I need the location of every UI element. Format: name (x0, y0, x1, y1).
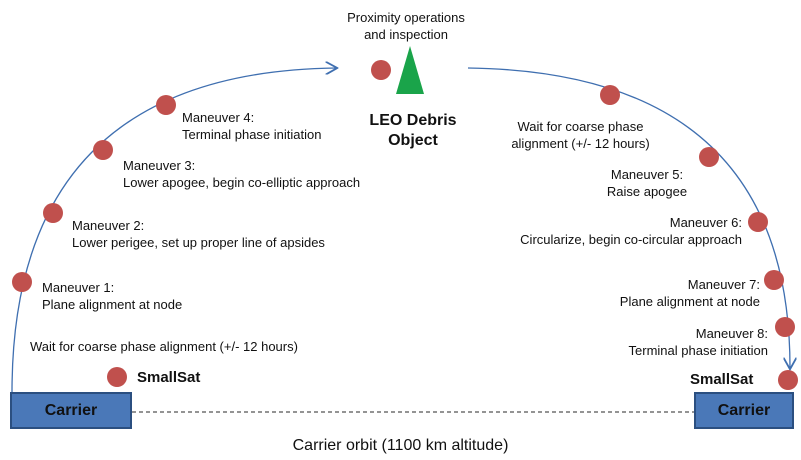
proximity-label: Proximity operations and inspection (326, 9, 486, 43)
maneuver-1-label: Maneuver 1: Plane alignment at node (42, 279, 182, 313)
maneuver-2-desc: Lower perigee, set up proper line of aps… (72, 235, 325, 250)
maneuver-8-dot (775, 317, 795, 337)
maneuver-2-title: Maneuver 2: (72, 218, 145, 233)
maneuver-8-title: Maneuver 8: (695, 326, 768, 341)
maneuver-5-desc: Raise apogee (606, 184, 688, 199)
right-smallsat-label: SmallSat (690, 371, 753, 388)
maneuver-7-label: Maneuver 7: Plane alignment at node (560, 276, 760, 310)
maneuver-6-label: Maneuver 6: Circularize, begin co-circul… (452, 214, 742, 248)
left-smallsat-text: SmallSat (137, 369, 201, 386)
maneuver-3-title: Maneuver 3: (123, 158, 196, 173)
maneuver-6-title: Maneuver 6: (669, 215, 742, 230)
carrier-orbit-label: Carrier orbit (1100 km altitude) (0, 437, 801, 455)
debris-line-1: LEO Debris (369, 112, 457, 129)
maneuver-3-desc: Lower apogee, begin co-elliptic approach (123, 175, 361, 190)
maneuver-6-desc: Circularize, begin co-circular approach (520, 232, 742, 247)
debris-line-2: Object (388, 132, 438, 149)
debris-triangle (396, 46, 424, 94)
maneuver-6-dot (748, 212, 768, 232)
maneuver-8-label: Maneuver 8: Terminal phase initiation (580, 325, 768, 359)
left-wait-label: Wait for coarse phase alignment (+/- 12 … (30, 338, 298, 355)
maneuver-4-desc: Terminal phase initiation (182, 127, 322, 142)
proximity-line-2: and inspection (364, 27, 448, 42)
left-carrier-box: Carrier (10, 392, 132, 429)
maneuver-3-label: Maneuver 3: Lower apogee, begin co-ellip… (123, 157, 360, 191)
maneuver-1-desc: Plane alignment at node (42, 297, 183, 312)
maneuver-5-dot (699, 147, 719, 167)
maneuver-8-desc: Terminal phase initiation (628, 343, 768, 358)
maneuver-4-title: Maneuver 4: (182, 110, 255, 125)
left-smallsat-dot (107, 367, 127, 387)
left-carrier-text: Carrier (44, 401, 98, 419)
maneuver-5-title: Maneuver 5: (610, 167, 684, 182)
maneuver-7-dot (764, 270, 784, 290)
right-carrier-box: Carrier (694, 392, 794, 429)
carrier-orbit-text: Carrier orbit (1100 km altitude) (292, 437, 509, 454)
right-smallsat-text: SmallSat (690, 371, 754, 388)
maneuver-3-dot (93, 140, 113, 160)
right-smallsat-dot (778, 370, 798, 390)
maneuver-5-label: Maneuver 5: Raise apogee (592, 166, 702, 200)
maneuver-1-dot (12, 272, 32, 292)
right-carrier-text: Carrier (717, 401, 771, 419)
maneuver-7-desc: Plane alignment at node (619, 294, 760, 309)
debris-object-label: LEO Debris Object (348, 111, 478, 151)
maneuver-4-label: Maneuver 4: Terminal phase initiation (182, 109, 321, 143)
left-wait-text: Wait for coarse phase alignment (+/- 12 … (30, 339, 298, 354)
maneuver-2-label: Maneuver 2: Lower perigee, set up proper… (72, 217, 325, 251)
right-trajectory-arc (467, 67, 790, 368)
right-wait-line-2: alignment (+/- 12 hours) (511, 136, 650, 151)
maneuver-4-dot (156, 95, 176, 115)
right-wait-line-1: Wait for coarse phase (517, 119, 644, 134)
right-wait-label: Wait for coarse phase alignment (+/- 12 … (488, 118, 673, 152)
left-smallsat-label: SmallSat (137, 369, 200, 386)
maneuver-7-title: Maneuver 7: (687, 277, 760, 292)
proximity-line-1: Proximity operations (347, 10, 465, 25)
maneuver-1-title: Maneuver 1: (42, 280, 115, 295)
right-top-dot (600, 85, 620, 105)
debris-maneuver-dot (371, 60, 391, 80)
maneuver-2-dot (43, 203, 63, 223)
